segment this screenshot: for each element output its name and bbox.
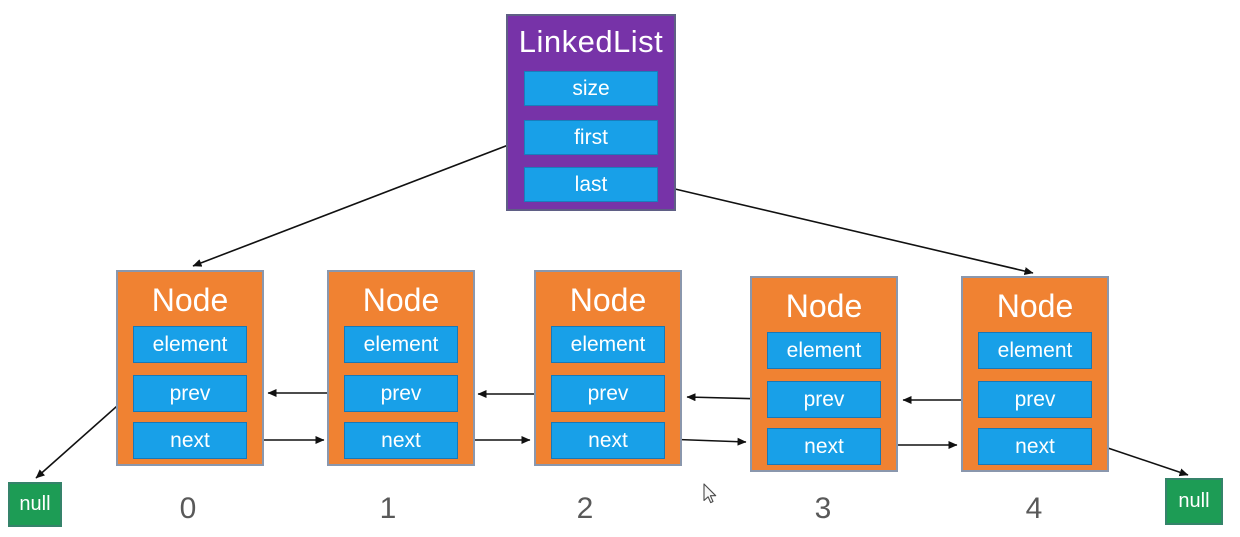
node3-field-element: element [767, 332, 881, 369]
node1-field-element: element [344, 326, 458, 363]
node0-field-next: next [133, 422, 247, 459]
node3-field-next: next [767, 428, 881, 465]
linkedlist-title: LinkedList [518, 24, 664, 59]
node4-field-next: next [978, 428, 1092, 465]
node-title: Node [785, 288, 863, 324]
node-box-4: Node element prev next [961, 276, 1109, 472]
node-title: Node [362, 282, 440, 318]
node1-field-prev: prev [344, 375, 458, 412]
index-label-2: 2 [576, 492, 594, 525]
null-box-right: null [1165, 478, 1223, 525]
node3-field-prev: prev [767, 381, 881, 418]
node4-field-element: element [978, 332, 1092, 369]
node-box-0: Node element prev next [116, 270, 264, 466]
linkedlist-field-first: first [524, 120, 658, 155]
node-box-2: Node element prev next [534, 270, 682, 466]
node-box-1: Node element prev next [327, 270, 475, 466]
index-label-0: 0 [179, 492, 197, 525]
node1-field-next: next [344, 422, 458, 459]
node2-field-next: next [551, 422, 665, 459]
node2-field-element: element [551, 326, 665, 363]
arrow-first-to-node0 [192, 138, 525, 267]
linkedlist-box: LinkedList size first last [506, 14, 676, 211]
linkedlist-field-size: size [524, 71, 658, 106]
null-box-left: null [8, 482, 62, 527]
node-title: Node [996, 288, 1074, 324]
linkedlist-field-last: last [524, 167, 658, 202]
node0-field-prev: prev [133, 375, 247, 412]
index-label-1: 1 [379, 492, 397, 525]
node4-field-prev: prev [978, 381, 1092, 418]
node2-field-prev: prev [551, 375, 665, 412]
node-box-3: Node element prev next [750, 276, 898, 472]
index-label-3: 3 [814, 492, 832, 525]
node0-field-element: element [133, 326, 247, 363]
arrow-last-to-node4 [657, 184, 1034, 275]
node-title: Node [151, 282, 229, 318]
node-title: Node [569, 282, 647, 318]
index-label-4: 4 [1025, 492, 1043, 525]
